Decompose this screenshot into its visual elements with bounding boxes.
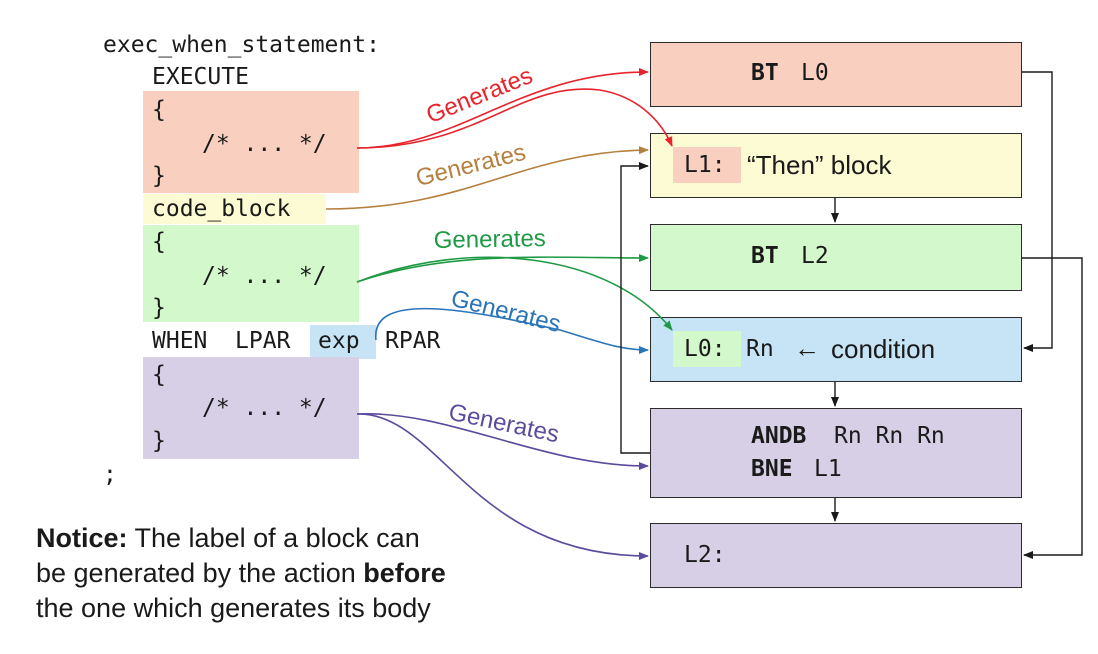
notice-line-3: the one which generates its body: [36, 593, 431, 623]
exp-token: exp: [318, 328, 360, 354]
block-bt-l2: BT L2: [650, 224, 1022, 291]
execute-comment: /* ... */: [202, 131, 327, 157]
label-l1-highlight: [673, 147, 741, 183]
execute-keyword: EXECUTE: [152, 64, 249, 90]
then-brace-open: {: [152, 229, 166, 255]
block-bt-l0-op: BT: [751, 60, 779, 86]
block-bt-l2-arg: L2: [801, 243, 829, 269]
block-bt-l2-op: BT: [751, 243, 779, 269]
lpar-token: LPAR: [235, 328, 291, 354]
execute-brace-open: {: [152, 97, 166, 123]
label-l0: L0:: [684, 336, 726, 362]
when-comment: /* ... */: [202, 395, 327, 421]
rpar-token: RPAR: [385, 328, 441, 354]
block-l2: L2:: [650, 523, 1022, 588]
execute-block-highlight: [143, 91, 359, 193]
when-keyword: WHEN: [152, 328, 208, 354]
notice-before: before: [363, 558, 446, 588]
then-block-text: “Then” block: [747, 150, 892, 180]
when-brace-open: {: [152, 362, 166, 388]
red-arrow-to-bt-l0: [356, 68, 649, 149]
blue-arrow-to-condition: [375, 307, 649, 354]
block-andb-bne: ANDB Rn Rn Rn BNE L1: [650, 408, 1022, 498]
notice-text: Notice: The label of a block can be gene…: [36, 521, 556, 626]
purple-arrow-to-l2: [356, 413, 649, 560]
label-l0-highlight: [673, 331, 741, 367]
then-block-highlight: [143, 225, 359, 322]
label-l2: L2:: [684, 542, 726, 568]
when-brace-close: }: [152, 428, 166, 454]
assign-arrow: ←: [794, 333, 820, 363]
flow-bt-l0-jump: [1022, 71, 1053, 352]
code-block-token: code_block: [152, 196, 291, 222]
then-brace-close: }: [152, 295, 166, 321]
purple-arrow-to-andb: [356, 413, 649, 470]
condition-text: condition: [831, 334, 936, 364]
andb-op: ANDB: [751, 423, 807, 449]
flow-bne-back-to-l1: [620, 162, 650, 454]
flow-bt-l2-jump: [1022, 257, 1083, 559]
block-bt-l0: BT L0: [650, 42, 1022, 107]
generates-label-green: Generates: [433, 225, 547, 255]
notice-line-2: be generated by the action before: [36, 558, 446, 588]
code-block-highlight: [143, 194, 326, 224]
rule-header: exec_when_statement:: [103, 32, 380, 58]
execute-brace-close: }: [152, 163, 166, 189]
then-comment: /* ... */: [202, 263, 327, 289]
exp-highlight: [310, 325, 376, 359]
condition-reg: Rn: [746, 336, 774, 362]
bne-op: BNE: [751, 456, 793, 482]
notice-bold: Notice:: [36, 523, 128, 553]
andb-args: Rn Rn Rn: [834, 423, 945, 449]
brown-arrow-to-then: [325, 146, 649, 210]
notice-line-1: Notice: The label of a block can: [36, 523, 420, 553]
label-l1: L1:: [684, 152, 726, 178]
green-arrow-to-l0: [356, 256, 673, 331]
block-then: L1: “Then” block: [650, 133, 1022, 198]
red-arrow-to-l1: [356, 88, 673, 149]
semicolon: ;: [103, 462, 117, 488]
when-block-highlight: [143, 357, 359, 459]
green-arrow-to-bt-l2: [356, 253, 649, 283]
block-condition: L0: Rn ← condition: [650, 317, 1022, 382]
block-bt-l0-arg: L0: [801, 60, 829, 86]
bne-arg: L1: [814, 456, 842, 482]
